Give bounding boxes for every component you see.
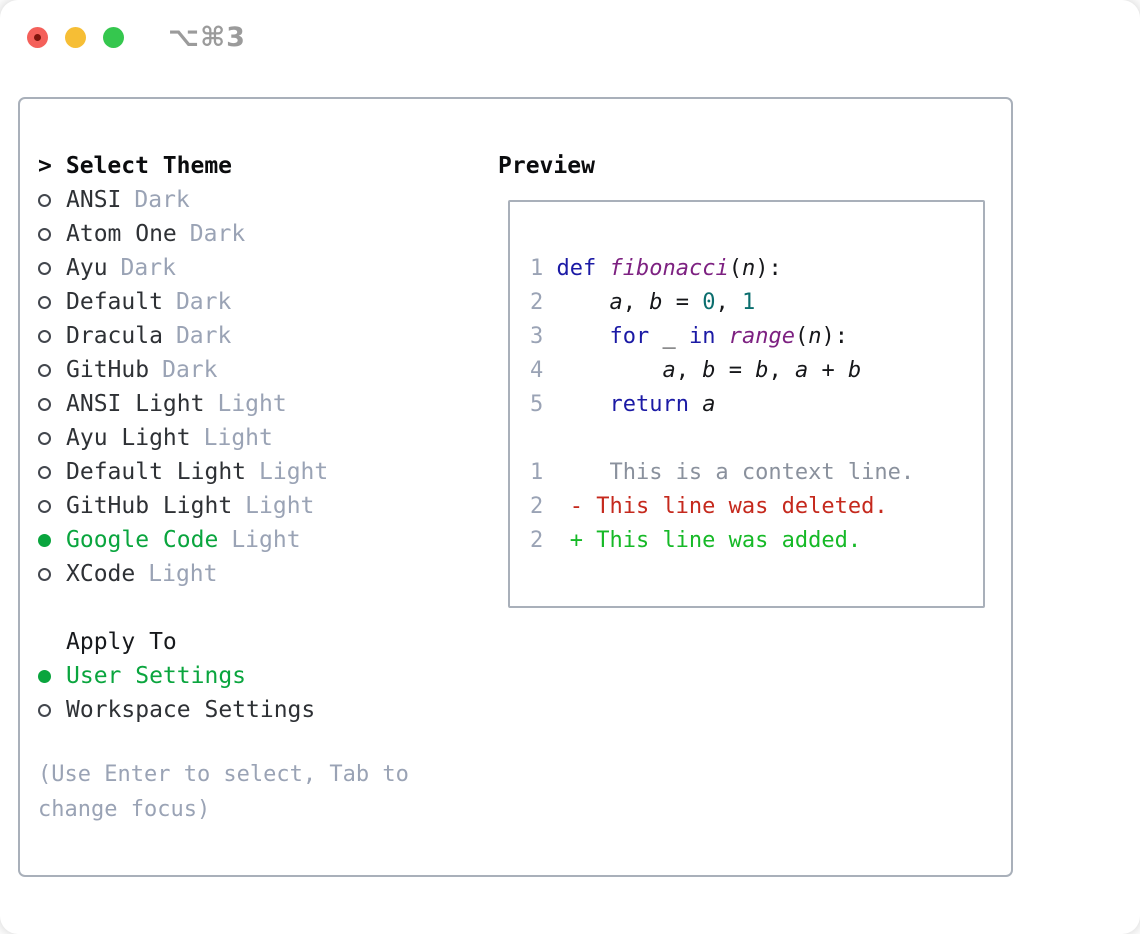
diff-line-content: This is a context line. xyxy=(543,460,915,485)
code-line: 5 return a xyxy=(530,388,983,422)
radio-icon xyxy=(38,227,51,241)
code-line: 2 a, b = 0, 1 xyxy=(530,286,983,320)
unsaved-dot-icon xyxy=(34,34,41,41)
line-number: 2 xyxy=(530,494,544,519)
line-number: 4 xyxy=(530,358,544,383)
code-line-content: for _ in range(n): xyxy=(609,324,848,349)
theme-option-default-light[interactable]: Default Light Light xyxy=(38,455,468,489)
line-number: 5 xyxy=(530,392,544,417)
radio-icon xyxy=(38,465,51,479)
theme-option-ayu-light[interactable]: Ayu Light Light xyxy=(38,421,468,455)
line-number: 3 xyxy=(530,324,544,349)
theme-option-ayu-dark[interactable]: Ayu Dark xyxy=(38,251,468,285)
code-line-content: a, b = b, a + b xyxy=(662,358,862,383)
theme-option-atom-one-dark[interactable]: Atom One Dark xyxy=(38,217,468,251)
select-theme-title: Select Theme xyxy=(65,153,233,179)
apply-option-user-settings[interactable]: User Settings xyxy=(38,659,468,693)
radio-icon xyxy=(38,363,51,377)
preview-title: Preview xyxy=(498,153,595,179)
diff-added-line: 2 + This line was added. xyxy=(530,524,983,558)
keyboard-shortcut-label: ⌥⌘3 xyxy=(168,22,246,53)
theme-option-ansi-dark[interactable]: ANSI Dark xyxy=(38,183,468,217)
radio-icon xyxy=(38,193,51,207)
radio-selected-icon xyxy=(38,533,51,547)
blank-line xyxy=(530,422,983,456)
line-number: 2 xyxy=(530,528,544,553)
help-hint: (Use Enter to select, Tab to change focu… xyxy=(38,757,468,827)
radio-icon xyxy=(38,397,51,411)
zoom-button[interactable] xyxy=(103,27,124,48)
radio-selected-icon xyxy=(38,669,51,683)
select-theme-header: > Select Theme xyxy=(38,149,468,183)
theme-option-default-dark[interactable]: Default Dark xyxy=(38,285,468,319)
apply-to-header: Apply To xyxy=(66,629,177,655)
radio-icon xyxy=(38,295,51,309)
radio-icon xyxy=(38,567,51,581)
diff-deleted-line: 2 - This line was deleted. xyxy=(530,490,983,524)
radio-icon xyxy=(38,499,51,513)
line-number: 1 xyxy=(530,256,544,281)
radio-icon xyxy=(38,431,51,445)
code-line: 4 a, b = b, a + b xyxy=(530,354,983,388)
theme-option-google-code[interactable]: Google Code Light xyxy=(38,523,468,557)
diff-line-content: - This line was deleted. xyxy=(543,494,888,519)
theme-option-github-light[interactable]: GitHub Light Light xyxy=(38,489,468,523)
diff-context-line: 1 This is a context line. xyxy=(530,456,983,490)
window-controls xyxy=(27,27,124,48)
code-line-content: return a xyxy=(609,392,716,417)
help-hint-line2: change focus) xyxy=(38,797,211,822)
theme-option-ansi-light[interactable]: ANSI Light Light xyxy=(38,387,468,421)
minimize-button[interactable] xyxy=(65,27,86,48)
code-line-content: def fibonacci(n): xyxy=(556,256,782,281)
code-line: 3 for _ in range(n): xyxy=(530,320,983,354)
theme-selector: > Select Theme ANSI Dark Atom One Dark Ay… xyxy=(38,149,468,827)
apply-option-workspace-settings[interactable]: Workspace Settings xyxy=(38,693,468,727)
radio-icon xyxy=(38,329,51,343)
theme-option-dracula-dark[interactable]: Dracula Dark xyxy=(38,319,468,353)
cursor-caret-icon: > xyxy=(38,153,52,179)
line-number: 2 xyxy=(530,290,544,315)
preview-pane: 1 def fibonacci(n): 2 a, b = 0, 1 3 for … xyxy=(508,200,985,608)
radio-icon xyxy=(38,703,51,717)
spacer xyxy=(38,591,468,625)
code-line: 1 def fibonacci(n): xyxy=(530,252,983,286)
code-line-content: a, b = 0, 1 xyxy=(609,290,756,315)
close-button[interactable] xyxy=(27,27,48,48)
diff-line-content: + This line was added. xyxy=(543,528,862,553)
line-number: 1 xyxy=(530,460,544,485)
theme-option-github-dark[interactable]: GitHub Dark xyxy=(38,353,468,387)
help-hint-line1: (Use Enter to select, Tab to xyxy=(38,762,409,787)
titlebar: ⌥⌘3 xyxy=(0,0,1140,97)
theme-option-xcode[interactable]: XCode Light xyxy=(38,557,468,591)
radio-icon xyxy=(38,261,51,275)
